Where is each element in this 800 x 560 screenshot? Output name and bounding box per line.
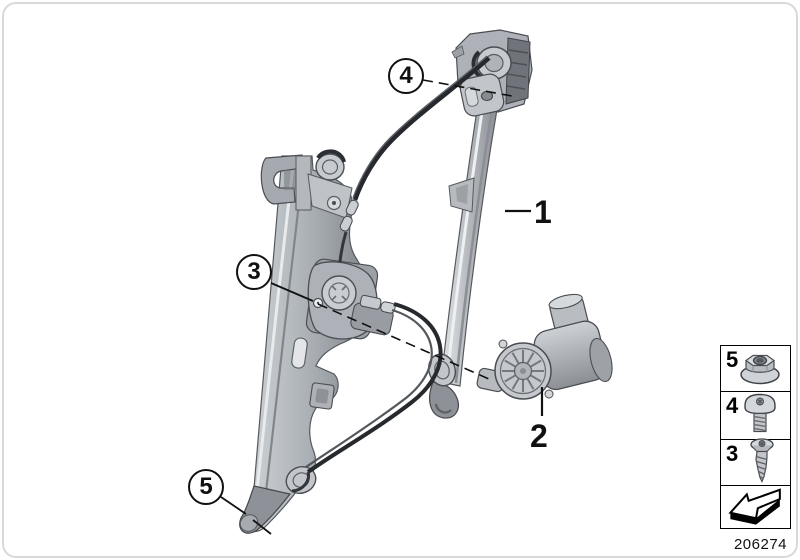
top-cable-bracket [451, 29, 533, 117]
drive-motor [476, 293, 613, 400]
callout-5[interactable]: 5 [188, 469, 224, 505]
legend-item-direction[interactable] [720, 483, 791, 532]
legend-item-3[interactable]: 3 [720, 437, 791, 488]
legend-item-3-number: 3 [726, 440, 739, 466]
callout-2-label: 2 [530, 418, 548, 454]
top-hook-bracket [260, 154, 312, 211]
left-rail-bottom-foot [239, 466, 317, 534]
flange-nut-icon [736, 347, 784, 392]
pan-head-screw-icon [740, 390, 780, 441]
callout-4-label: 4 [399, 62, 413, 89]
leader-lines [220, 79, 544, 535]
callout-3[interactable]: 3 [236, 254, 272, 290]
cable-drum-housing [305, 258, 396, 340]
callout-4[interactable]: 4 [388, 58, 424, 94]
legend-item-5-number: 5 [726, 347, 739, 372]
callout-2[interactable]: 2 [530, 420, 548, 452]
right-guide-rail [427, 29, 533, 419]
legend-item-5[interactable]: 5 [720, 345, 791, 393]
callout-5-label: 5 [199, 473, 213, 500]
direction-arrow-icon [725, 483, 787, 532]
legend-item-4-number: 4 [726, 393, 739, 419]
diagram-number: 206274 [733, 536, 788, 553]
motor-gear-spokes [502, 350, 544, 392]
callout-1[interactable]: 1 [534, 196, 552, 228]
fastener-legend: 5 4 3 [720, 345, 791, 532]
legend-item-4[interactable]: 4 [720, 390, 791, 441]
self-tapping-screw-icon [746, 437, 778, 488]
bowden-cables [291, 55, 491, 493]
callout-1-label: 1 [534, 194, 552, 230]
callout-3-label: 3 [247, 258, 261, 285]
